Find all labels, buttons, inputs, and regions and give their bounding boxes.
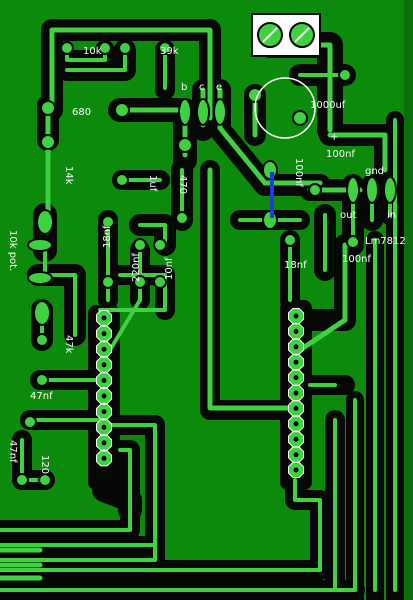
label-c-100nf-b: 100nf [293,158,304,187]
pad [338,68,352,82]
pad [33,300,51,326]
pad [153,238,167,252]
pad [153,275,167,289]
header-pin-hole [101,346,107,352]
header-pin-hole [101,362,107,368]
pad [40,134,56,150]
pad [175,211,189,225]
label-r-14k: 14k [63,166,74,185]
pad [60,41,74,55]
header-pin-hole [293,344,299,350]
pad [101,275,115,289]
label-c-1uf: 1uf [147,175,158,192]
label-c-10nf: 10nf [164,257,175,280]
pad [27,271,53,285]
transistor-pad-b [178,98,192,126]
label-c-47nf-b: 47nf [7,440,18,463]
regulator-pad-out [346,176,360,204]
label-reg-name: Lm7812 [365,236,406,247]
right-pin-header [288,308,304,478]
label-reg-gnd: gnd [365,166,384,177]
pad [38,473,52,487]
pad [308,183,322,197]
transistor-pad-e [213,98,227,126]
transistor-pad-c [196,98,210,126]
label-reg-in: in [387,210,396,221]
label-r-120: 120 [39,455,50,474]
header-pin-hole [101,331,107,337]
header-pin-hole [101,424,107,430]
pad [177,137,193,153]
header-pin-hole [101,409,107,415]
header-pin-hole [293,421,299,427]
header-pin-hole [293,405,299,411]
label-r-10k: 10k [83,46,102,57]
header-pin-hole [101,455,107,461]
header-pin-hole [293,436,299,442]
capacitor-1000uf-outline [254,77,316,139]
pad [283,233,297,247]
pad [40,100,56,116]
label-c-100nf-a: 100nf [326,149,355,160]
label-c-1000uf: 1000uf [310,100,346,111]
board-edge [404,0,413,600]
header-pin-hole [293,452,299,458]
pad [133,275,147,289]
label-c-18nf-a: 18nf [102,225,113,248]
pad [36,209,54,235]
pad [101,215,115,229]
label-reg-out: out [340,210,356,221]
header-pin-hole [293,328,299,334]
label-r-39k: 39k [160,46,179,57]
label-pin-c: c [199,82,205,93]
label-r-470: 470 [177,175,188,194]
pad [35,373,49,387]
label-c-100nf-c: 100nf [342,254,371,265]
header-pin-hole [293,359,299,365]
label-c-220nf: 220nf [131,253,142,282]
pad [27,238,53,252]
header-pin-hole [293,467,299,473]
pad [15,473,29,487]
pad [98,41,112,55]
silkscreen-labels: 10k 39k 680 b c e 1000uf + 100nf gnd out… [7,46,406,474]
component-pads [15,41,397,487]
left-pin-header [96,310,112,467]
pad [133,238,147,252]
terminal-block [251,13,321,57]
pad [115,173,129,187]
header-pin-hole [293,375,299,381]
pad [35,333,49,347]
header-pin-hole [101,440,107,446]
pad [158,41,172,55]
header-pin-hole [101,377,107,383]
pad [247,87,263,103]
label-plus: + [330,132,338,143]
pad [118,41,132,55]
header-pin-hole [293,390,299,396]
header-pin-hole [101,393,107,399]
regulator-pad-in [383,176,397,204]
pad [114,102,130,118]
header-pin-hole [101,315,107,321]
label-r-680: 680 [72,107,91,118]
label-pot-10k: 10k pot. [7,230,18,271]
label-r-47k: 47k [63,335,74,354]
label-c-18nf-b: 18nf [284,260,307,271]
pad [23,415,37,429]
label-pin-e: e [216,82,222,93]
label-pin-b: b [181,82,187,93]
pad [346,235,360,249]
header-pin-hole [293,313,299,319]
pad [292,110,308,126]
label-c-47nf-a: 47nf [30,391,53,402]
regulator-pad-gnd [365,176,379,204]
